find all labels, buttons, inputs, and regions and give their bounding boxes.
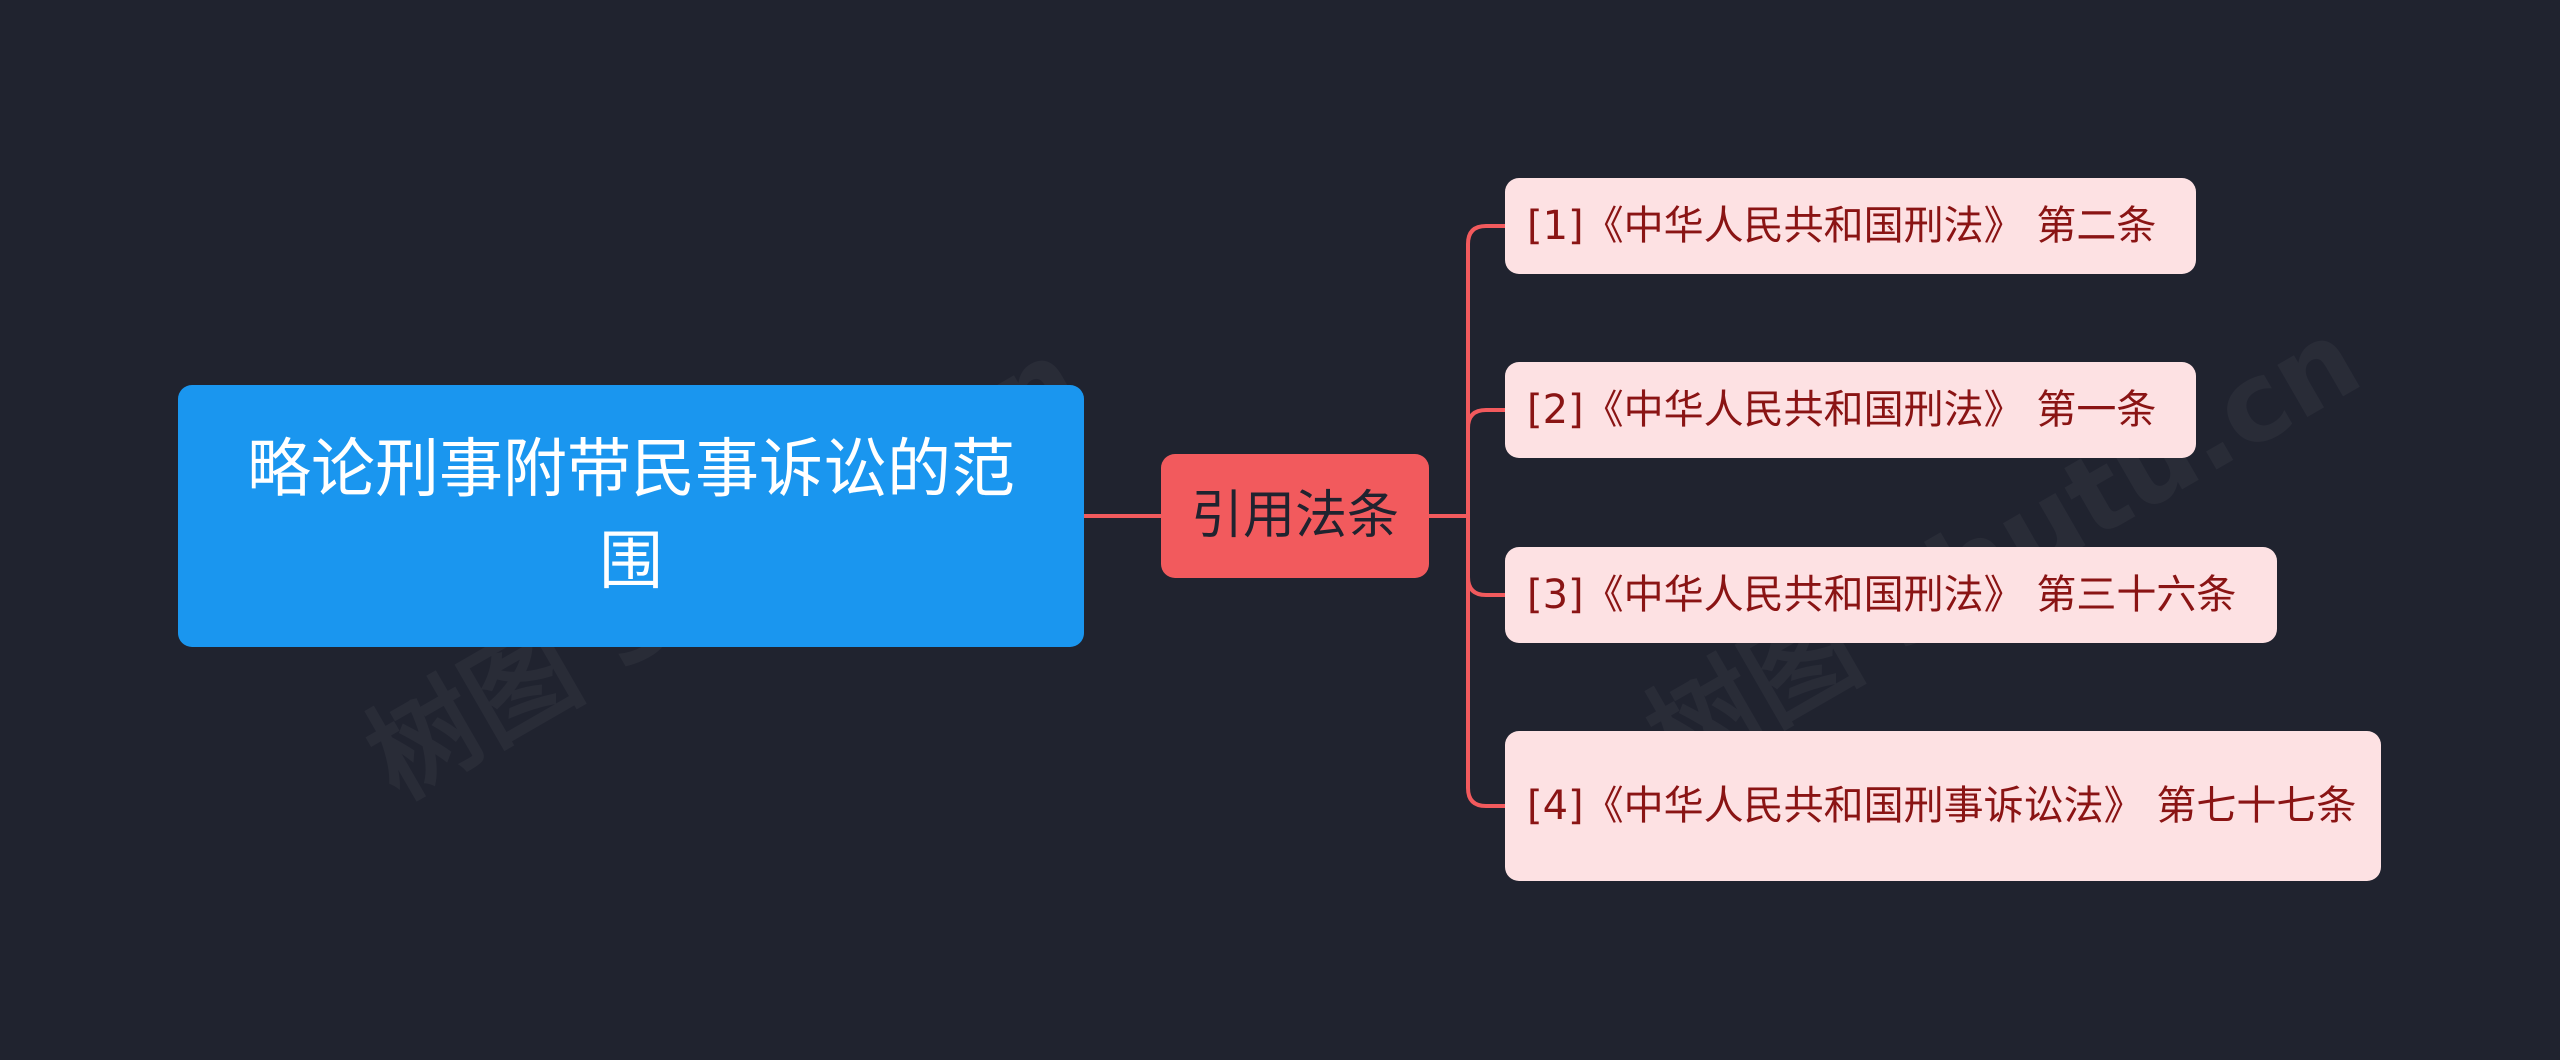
- connector-branch-to-leaf-2: [1466, 408, 1505, 516]
- leaf-topic-label: [4]《中华人民共和国刑事诉讼法》 第七十七条: [1527, 783, 2357, 829]
- leaf-topic-label: [2]《中华人民共和国刑法》 第一条: [1527, 387, 2157, 433]
- leaf-topic-node[interactable]: [4]《中华人民共和国刑事诉讼法》 第七十七条: [1505, 731, 2381, 881]
- connector-branch-to-leaf-1: [1466, 224, 1505, 516]
- branch-topic-label: 引用法条: [1190, 486, 1399, 546]
- connector-branch-to-leaf-4: [1466, 516, 1505, 808]
- root-topic-label: 略论刑事附带民事诉讼的范围: [247, 433, 1015, 599]
- leaf-topic-node[interactable]: [1]《中华人民共和国刑法》 第二条: [1505, 178, 2196, 274]
- leaf-topic-label: [3]《中华人民共和国刑法》 第三十六条: [1527, 572, 2237, 618]
- branch-topic-node[interactable]: 引用法条: [1161, 454, 1429, 578]
- leaf-topic-node[interactable]: [3]《中华人民共和国刑法》 第三十六条: [1505, 547, 2277, 643]
- root-topic-node[interactable]: 略论刑事附带民事诉讼的范围: [178, 385, 1084, 647]
- leaf-topic-node[interactable]: [2]《中华人民共和国刑法》 第一条: [1505, 362, 2196, 458]
- leaf-topic-label: [1]《中华人民共和国刑法》 第二条: [1527, 203, 2157, 249]
- connector-branch-to-leaf-3: [1466, 516, 1505, 597]
